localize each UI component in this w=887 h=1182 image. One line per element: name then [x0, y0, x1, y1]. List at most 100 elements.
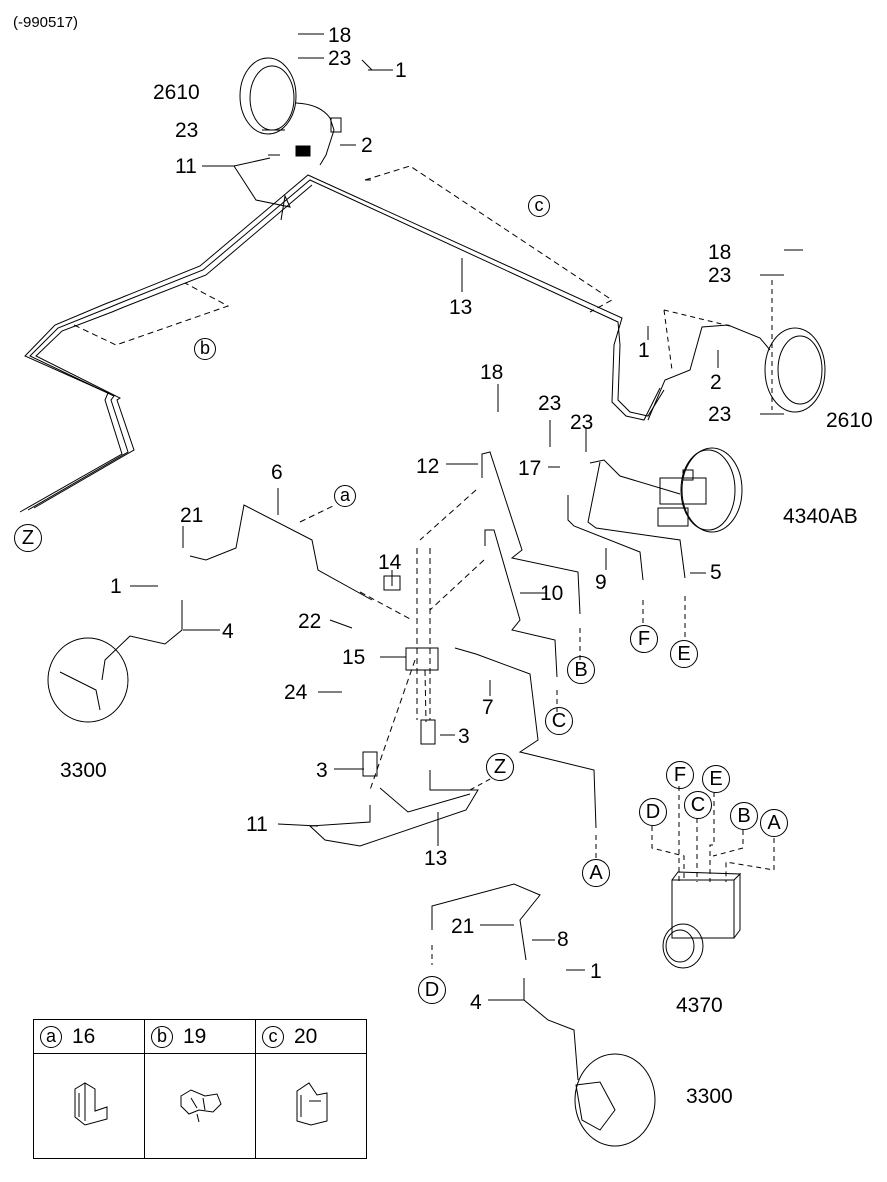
leader-b — [73, 282, 230, 346]
callout-21-left: 21 — [180, 504, 204, 527]
callout-7: 7 — [482, 696, 494, 719]
callout-3300-bottom: 3300 — [686, 1085, 733, 1108]
leader-a — [299, 504, 336, 523]
brake-pipe-10 — [484, 529, 558, 678]
brake-pipe-13-main — [19, 174, 665, 513]
leader-abcef — [556, 596, 686, 858]
front-brake-left — [47, 600, 183, 723]
abs-connector-D: D — [639, 798, 667, 826]
abs-connector-C: C — [684, 791, 712, 819]
callout-6: 6 — [271, 461, 283, 484]
callout-12: 12 — [416, 455, 440, 478]
callout-14: 14 — [378, 551, 402, 574]
brake-booster-master-cylinder — [589, 447, 743, 533]
legend-key-c: c — [262, 1025, 284, 1048]
clip-16-icon — [74, 1081, 108, 1126]
legend-cell-c: c 20 — [255, 1019, 367, 1054]
callout-5: 5 — [710, 561, 722, 584]
abs-connector-B: B — [730, 802, 758, 830]
valve-3a — [362, 751, 378, 777]
leader-c — [364, 165, 613, 313]
callout-22: 22 — [298, 610, 322, 633]
callout-18-right: 18 — [708, 241, 732, 264]
callout-21-bottom: 21 — [451, 915, 475, 938]
rear-brake-backing-plate-left — [239, 57, 342, 166]
valve-block-15 — [405, 647, 439, 671]
callout-23-mid: 23 — [175, 119, 199, 142]
clip-legend-table: a 16 b 19 c 20 — [33, 1019, 367, 1159]
connector-z-top: Z — [14, 524, 42, 552]
connector-a: a — [334, 485, 356, 507]
callout-3-b: 3 — [316, 759, 328, 782]
callout-13-top: 13 — [449, 296, 473, 319]
legend-part-20: 20 — [294, 1024, 318, 1048]
callout-4-left: 4 — [222, 620, 234, 643]
connector-B: B — [567, 656, 595, 684]
brake-pipe-11-top — [233, 157, 291, 221]
callout-18-center: 18 — [480, 361, 504, 384]
callout-2-right: 2 — [710, 371, 722, 394]
callout-4-bottom: 4 — [470, 991, 482, 1014]
brake-pipe-8 — [431, 883, 541, 961]
abs-connector-E: E — [702, 765, 730, 793]
connector-z-bottom: Z — [486, 753, 514, 781]
callout-15: 15 — [342, 646, 366, 669]
callout-23-top: 23 — [328, 47, 352, 70]
connector-A: A — [582, 859, 610, 887]
callout-23-right-b: 23 — [708, 403, 732, 426]
connector-E: E — [670, 640, 698, 668]
brake-pipe-5 — [587, 461, 686, 579]
callout-3300-left: 3300 — [60, 759, 107, 782]
callout-1-top: 1 — [395, 59, 407, 82]
callout-23-center-b: 23 — [570, 411, 594, 434]
brake-hose-4-bottom — [523, 978, 579, 1081]
callout-11-bottom: 11 — [246, 813, 268, 836]
callout-8: 8 — [557, 928, 569, 951]
abs-connector-A: A — [760, 809, 788, 837]
leader-z-bottom — [469, 777, 493, 791]
legend-part-16: 16 — [72, 1024, 96, 1048]
applicability-date: (-990517) — [13, 14, 79, 31]
connector-D: D — [418, 976, 446, 1004]
callout-24: 24 — [284, 681, 308, 704]
callout-18-top: 18 — [328, 24, 352, 47]
brake-pipe-12 — [481, 451, 581, 615]
brake-pipe-6 — [189, 504, 373, 601]
connector-c: c — [528, 195, 550, 217]
brake-hose-2-top — [361, 59, 373, 71]
callout-4370: 4370 — [676, 994, 723, 1017]
rear-brake-backing-plate-right — [647, 280, 826, 421]
callout-leaders — [130, 33, 803, 1001]
brake-pipe-9 — [567, 495, 644, 581]
callout-23-right-a: 23 — [708, 264, 732, 287]
clip-19-icon — [180, 1088, 222, 1122]
callout-1-bottom: 1 — [590, 960, 602, 983]
legend-part-19: 19 — [183, 1024, 207, 1048]
leader-valve — [359, 489, 485, 791]
connector-b: b — [194, 338, 216, 360]
legend-cell-b: b 19 — [144, 1019, 256, 1054]
valve-3b — [420, 719, 436, 745]
callout-9: 9 — [595, 571, 607, 594]
callout-3-a: 3 — [458, 725, 470, 748]
connector-C: C — [545, 707, 573, 735]
callout-11-top: 11 — [175, 155, 197, 178]
front-brake-right-caliper — [575, 1081, 616, 1131]
abs-connector-F: F — [666, 761, 694, 789]
callout-2610-right: 2610 — [826, 409, 873, 432]
front-brake-right-disc — [574, 1053, 656, 1147]
clip-20-icon — [296, 1081, 328, 1126]
callout-13-bottom: 13 — [424, 847, 448, 870]
connector-F: F — [630, 625, 658, 653]
callout-2610-left: 2610 — [153, 81, 200, 104]
brake-pipe-11-13-bottom — [308, 770, 479, 847]
legend-key-a: a — [40, 1025, 62, 1048]
brake-pipe-7 — [454, 647, 597, 829]
legend-key-b: b — [151, 1025, 173, 1048]
callout-17: 17 — [518, 457, 542, 480]
abs-hydraulic-unit — [651, 786, 775, 969]
callout-2-top: 2 — [361, 134, 373, 157]
callout-4340AB: 4340AB — [783, 505, 858, 528]
callout-10: 10 — [540, 582, 564, 605]
